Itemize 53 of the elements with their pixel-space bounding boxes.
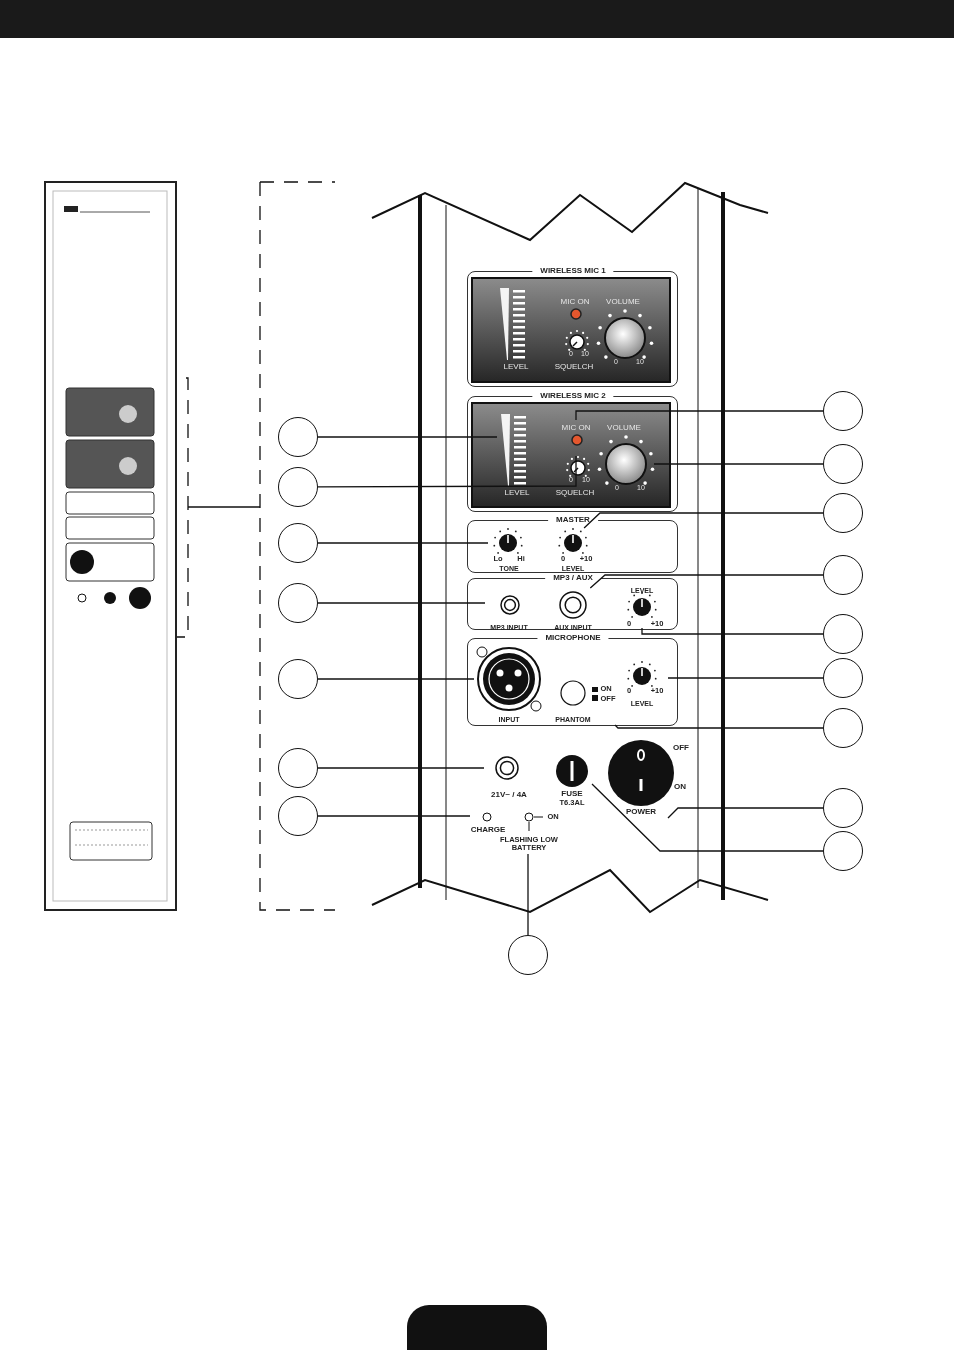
control-label: LEVEL xyxy=(503,363,529,371)
callout-circle xyxy=(508,935,548,975)
control-label: SQUELCH xyxy=(554,363,594,371)
control-label: LEVEL xyxy=(504,489,530,497)
leader-line xyxy=(317,678,475,680)
callout-circle xyxy=(823,614,863,654)
section-heading: MP3 / AUX xyxy=(545,574,601,582)
callout-circle xyxy=(823,493,863,533)
section-heading: WIRELESS MIC 2 xyxy=(532,392,614,400)
control-label: OFF xyxy=(673,744,689,752)
leader-line xyxy=(575,410,824,421)
control-label: VOLUME xyxy=(606,298,640,306)
leader-line xyxy=(317,436,498,438)
callout-circle xyxy=(823,788,863,828)
leader-line xyxy=(653,463,824,465)
leader-line xyxy=(591,783,824,852)
section-heading: MASTER xyxy=(548,516,598,524)
callout-circle xyxy=(278,748,318,788)
callout-circle xyxy=(823,555,863,595)
leader-line xyxy=(589,574,824,589)
leader-line xyxy=(583,512,824,529)
callout-circle xyxy=(823,831,863,871)
leader-line xyxy=(614,724,824,729)
control-label: SQUELCH xyxy=(555,489,595,497)
callout-circle xyxy=(278,659,318,699)
control-label: MIC ON xyxy=(561,424,591,432)
control-label: 21V~ / 4A xyxy=(491,791,527,799)
control-label: POWER xyxy=(625,808,657,816)
leader-line xyxy=(527,853,529,936)
control-label: VOLUME xyxy=(607,424,641,432)
callout-circle xyxy=(823,444,863,484)
section-heading: MICROPHONE xyxy=(537,634,609,642)
callout-circle xyxy=(278,523,318,563)
leader-line xyxy=(317,542,489,544)
control-label: CHARGE xyxy=(470,826,506,834)
callout-circle xyxy=(823,708,863,748)
leader-line xyxy=(317,815,471,817)
control-label: FUSE xyxy=(561,790,583,798)
leader-line xyxy=(641,627,824,635)
leader-line xyxy=(667,677,824,679)
control-label: ON xyxy=(674,783,686,791)
leader-line xyxy=(667,807,824,819)
callout-circle xyxy=(278,467,318,507)
callout-circle xyxy=(278,417,318,457)
leader-line xyxy=(317,455,577,488)
callout-circle xyxy=(278,796,318,836)
callout-circle xyxy=(278,583,318,623)
section-heading: WIRELESS MIC 1 xyxy=(532,267,614,275)
callout-circle xyxy=(823,391,863,431)
callout-circle xyxy=(823,658,863,698)
leader-line xyxy=(317,602,486,604)
leader-line xyxy=(317,767,485,769)
control-label: MIC ON xyxy=(560,298,590,306)
